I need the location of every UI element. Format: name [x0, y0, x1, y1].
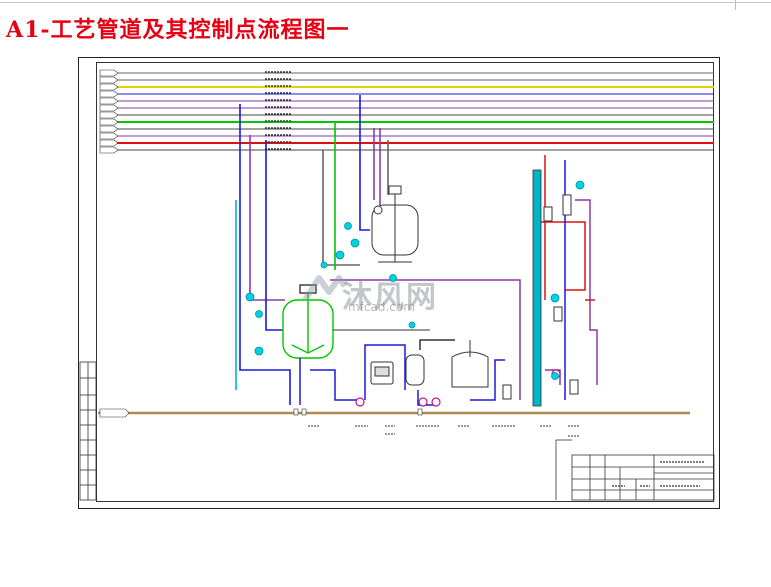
ground-line-tag — [99, 408, 130, 418]
page-title: A1-工艺管道及其控制点流程图一 — [6, 17, 350, 43]
drawing-sheet-outer-border — [78, 57, 720, 509]
drop-blue-left — [239, 104, 291, 405]
title-block-text-marks — [612, 461, 705, 487]
header-pipe-tags — [99, 69, 119, 154]
watermark-text: 沐风网 — [342, 280, 438, 315]
top-border-tick — [735, 0, 736, 10]
drop-blue-2 — [265, 140, 283, 331]
upper-reactor — [371, 185, 419, 263]
watermark-logo-icon — [302, 275, 348, 302]
drawing-sheet-inner-border — [96, 62, 714, 502]
instrument-bubbles — [245, 180, 585, 380]
left-side-table — [79, 361, 97, 501]
lower-equipment — [370, 340, 579, 400]
title-block — [555, 439, 715, 501]
drop-grey-1 — [322, 150, 360, 266]
top-border-rule — [0, 2, 771, 3]
lower-reactor — [282, 284, 430, 359]
condenser-column — [532, 169, 572, 407]
header-pipes — [100, 72, 714, 151]
header-pipe-label-marks — [265, 71, 292, 150]
drop-purple-left — [249, 135, 285, 301]
equipment-labels — [308, 425, 580, 437]
drop-blue-3 — [359, 95, 370, 231]
watermark-url: mfcad.com — [348, 300, 415, 314]
ground-line-nodes — [293, 408, 423, 416]
